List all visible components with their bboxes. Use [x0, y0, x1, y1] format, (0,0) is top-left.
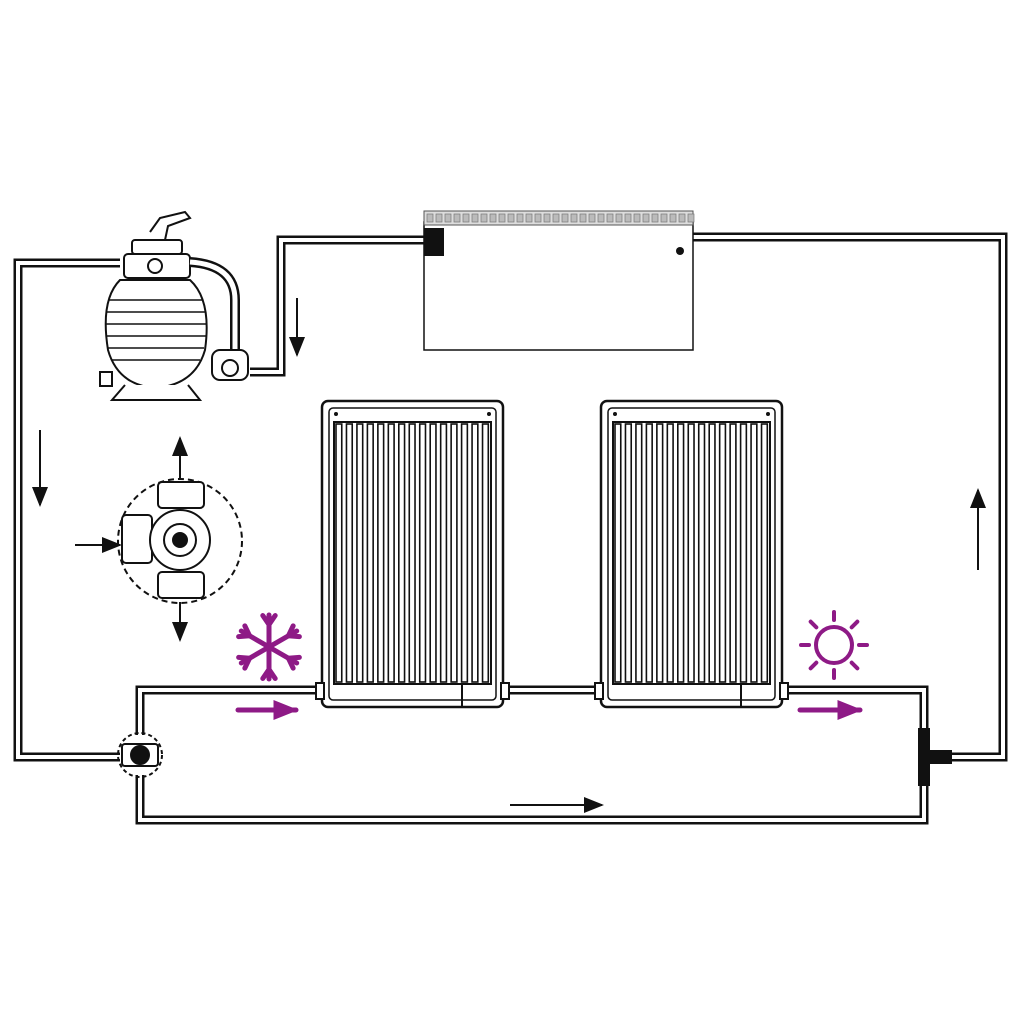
panel-tube	[335, 423, 343, 683]
panel-tube	[750, 423, 758, 683]
pipe-filter-intake	[13, 258, 120, 762]
panel-tube	[366, 423, 374, 683]
pipes	[13, 232, 1008, 825]
panel-tube	[614, 423, 622, 683]
panel-tube	[697, 423, 706, 683]
heater-slot	[552, 213, 560, 223]
pipe-inner	[693, 235, 1005, 759]
heater-slot	[426, 213, 434, 223]
heater-slot	[489, 213, 497, 223]
panel-tube	[408, 423, 416, 683]
panel-tube	[624, 423, 633, 683]
panel-tube	[718, 423, 727, 683]
panel-tube	[666, 423, 674, 683]
heater-slot	[660, 213, 668, 223]
heater-slot	[606, 213, 614, 223]
heater-slot	[480, 213, 488, 223]
heater-slot	[462, 213, 470, 223]
heater-slot	[453, 213, 461, 223]
heater-slot	[651, 213, 659, 223]
heater-slot	[525, 213, 533, 223]
panel-tube	[439, 423, 448, 683]
pipe-inner	[138, 775, 926, 822]
bypass-valve	[117, 732, 163, 778]
sun-icon	[799, 610, 869, 680]
heater-slot	[543, 213, 551, 223]
panel-tube	[397, 423, 406, 683]
heater-slot	[471, 213, 479, 223]
panel-tube	[635, 423, 643, 683]
panel-tube	[708, 423, 716, 683]
panel-tube	[429, 423, 437, 683]
heater-slot	[597, 213, 605, 223]
heater-slot	[633, 213, 641, 223]
pipe-filter-to-heater	[250, 235, 424, 377]
panel-tube	[450, 423, 458, 683]
heater-slot	[444, 213, 452, 223]
panel-tube	[676, 423, 685, 683]
heater-slot	[579, 213, 587, 223]
panel-tube	[729, 423, 737, 683]
panel-tube	[377, 423, 385, 683]
heater-slot	[642, 213, 650, 223]
sand-filter-pump	[99, 210, 249, 401]
heater-slot	[615, 213, 623, 223]
heater-slot	[498, 213, 506, 223]
return-inlet	[918, 728, 952, 786]
heater-slot	[588, 213, 596, 223]
heater-slot	[534, 213, 542, 223]
heater-slot	[516, 213, 524, 223]
panel-tube	[760, 423, 769, 683]
heater-slot	[435, 213, 443, 223]
pipe-bypass	[135, 775, 929, 825]
panel-tube	[345, 423, 354, 683]
pipe-inner	[250, 238, 424, 374]
flow-arrows	[32, 298, 986, 813]
heater-unit	[423, 210, 695, 351]
panel-tube	[471, 423, 479, 683]
valve-detail	[117, 478, 243, 604]
panel-tube	[387, 423, 395, 683]
heater-slot	[570, 213, 578, 223]
pipe-inner	[782, 688, 926, 730]
panel-tube	[481, 423, 490, 683]
solar-panel	[315, 399, 510, 709]
pipe-inner	[16, 261, 120, 759]
panel-tube	[739, 423, 748, 683]
heater-slot	[669, 213, 677, 223]
panel-tube	[460, 423, 469, 683]
heater-slot	[678, 213, 686, 223]
solar-panel	[594, 399, 789, 709]
panel-tube	[687, 423, 695, 683]
panel-tube	[645, 423, 653, 683]
snowflake-icon	[236, 612, 302, 682]
panel-tube	[356, 423, 364, 683]
panel-tube	[418, 423, 427, 683]
heater-slot	[561, 213, 569, 223]
heater-slot	[507, 213, 515, 223]
heater-slot	[687, 213, 695, 223]
panel-tube	[656, 423, 664, 683]
heater-slot	[624, 213, 632, 223]
pipe-inner	[138, 688, 322, 735]
